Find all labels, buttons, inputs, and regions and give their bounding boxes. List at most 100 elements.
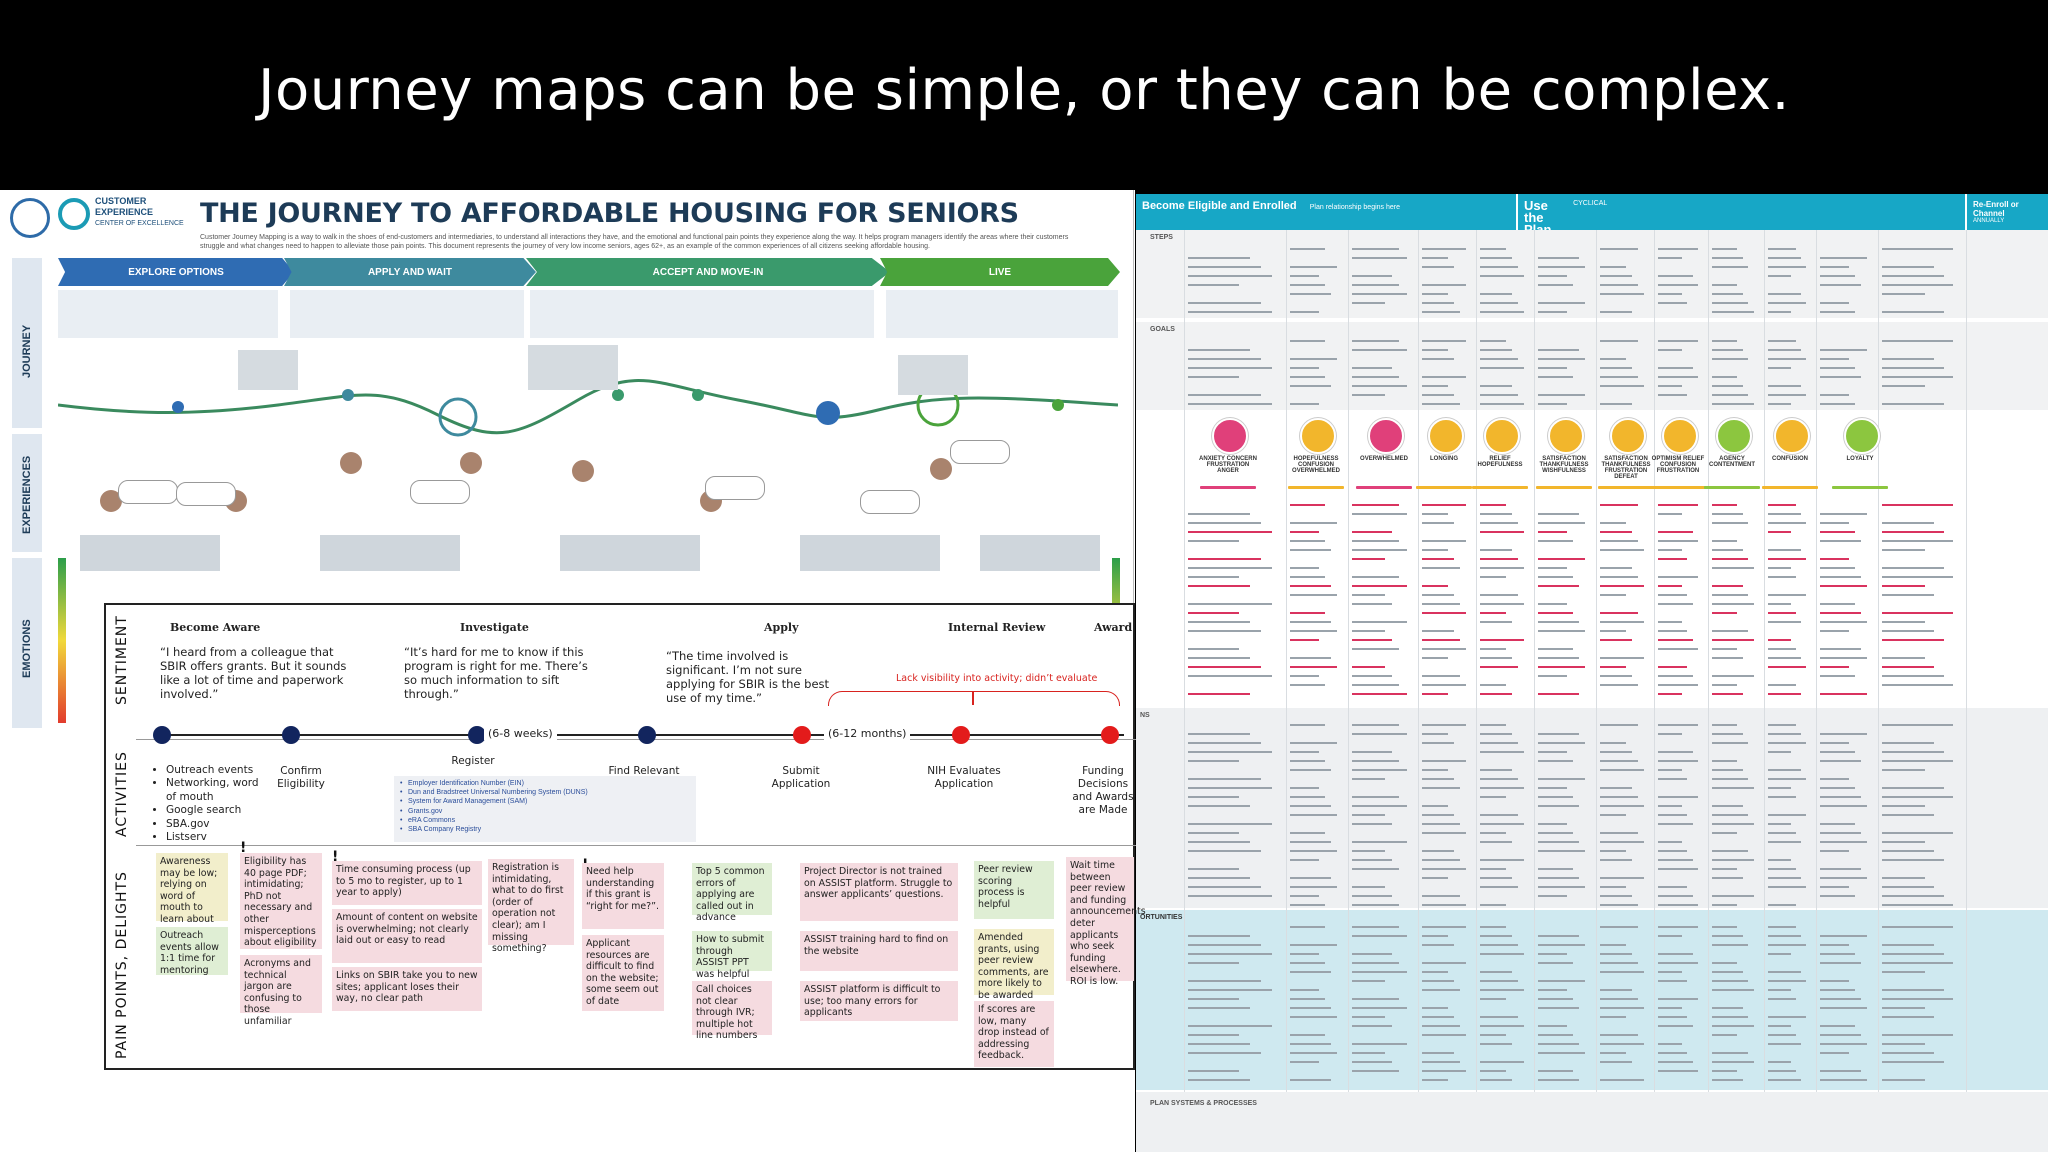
text-line [1600,742,1627,744]
text-line [1658,558,1688,560]
registration-link[interactable]: Grants.gov [400,807,690,816]
text-line [1658,540,1699,542]
text-line [1480,567,1524,569]
registration-link[interactable]: Dun and Bradstreet Universal Numbering S… [400,788,690,797]
text-line [1422,675,1460,677]
text-line [1768,648,1797,650]
text-line [1658,1061,1693,1063]
text-line [1658,971,1683,973]
text-line [1352,796,1400,798]
systems-row: PLAN SYSTEMS & PROCESSES [1136,1092,2048,1152]
emotions-side-label: EMOTIONS [12,558,42,728]
text-line [1422,358,1455,360]
text-line [1600,666,1627,668]
text-line [1480,1070,1507,1072]
text-line [1882,585,1925,587]
emotion-face-icon [1300,418,1336,454]
text-line [1538,266,1586,268]
text-line [1768,1025,1792,1027]
emotion-face-icon [1844,418,1880,454]
text-line [1600,1007,1644,1009]
text-line [1538,962,1573,964]
text-line [1538,742,1586,744]
text-line [1768,340,1797,342]
text-line [1712,1025,1754,1027]
text-line [1352,926,1400,928]
stage-apply-and-wait: APPLY AND WAIT [284,258,536,286]
text-line [1658,293,1683,295]
text-line [1290,1007,1332,1009]
text-line [1600,594,1627,596]
text-line [1480,340,1507,342]
emotion-face-icon [1428,418,1464,454]
text-line [1882,859,1944,861]
senior-avatar [572,460,594,482]
text-line [1422,926,1466,928]
registration-link[interactable]: Employer Identification Number (EIN) [400,779,690,788]
slide-title: Journey maps can be simple, or they can … [258,58,1790,123]
text-line [1882,576,1953,578]
text-line [1538,935,1580,937]
text-line [1352,603,1393,605]
text-line [1882,895,1944,897]
text-line [1422,394,1455,396]
text-line [1422,814,1455,816]
registration-link[interactable]: eRA Commons [400,816,690,825]
column-divider [1816,230,1817,1092]
brand-logo: nex+ [72,1084,172,1125]
text-line [1658,733,1683,735]
column-divider [1418,230,1419,1092]
text-line [1712,639,1754,641]
text-line [1290,293,1332,295]
text-line [1600,684,1638,686]
text-line [1538,567,1567,569]
text-line [1882,724,1953,726]
text-line [1422,805,1449,807]
steps-row: STEPS [1136,230,2048,318]
text-line [1422,859,1460,861]
text-line [1658,998,1699,1000]
text-line [1768,787,1792,789]
text-line [1768,904,1797,906]
text-line [1882,504,1953,506]
emotion-face-icon [1484,418,1520,454]
text-line [1712,877,1743,879]
text-line [1658,895,1693,897]
text-line [1538,675,1567,677]
emotion-label: ANXIETY CONCERN FRUSTRATION ANGER [1199,456,1257,474]
text-line [1658,603,1693,605]
duration-apply: (6-12 months) [824,727,911,740]
text-line [1600,1016,1627,1018]
text-line [1768,1043,1802,1045]
activity-item: Networking, word of mouth [166,777,262,804]
text-line [1480,904,1507,906]
text-line [1290,549,1332,551]
text-line [1480,358,1518,360]
text-line [1352,886,1385,888]
text-line [1290,385,1332,387]
text-line [1820,567,1855,569]
text-line [1422,935,1449,937]
goals-row: GOALS [1136,322,2048,410]
text-line [1188,1070,1239,1072]
text-line [1352,666,1385,668]
text-line [1768,621,1802,623]
text-line [1538,944,1586,946]
text-line [1658,621,1683,623]
text-line [1480,841,1513,843]
registration-link[interactable]: SBA Company Registry [400,825,690,834]
text-line [1820,284,1862,286]
activity-item: SBA.gov [166,818,262,831]
text-line [1768,998,1797,1000]
text-line [1188,693,1250,695]
text-line [1480,257,1513,259]
emotion-bar [1472,486,1528,489]
column-divider [1764,230,1765,1092]
emotion-face-icon [1368,418,1404,454]
quote-investigate: “It’s hard for me to know if this progra… [404,645,588,701]
text-line [1882,403,1944,405]
sticky-note: If scores are low, many drop instead of … [974,1001,1054,1067]
text-line [1882,275,1944,277]
text-line [1658,675,1693,677]
registration-link[interactable]: System for Award Management (SAM) [400,797,690,806]
